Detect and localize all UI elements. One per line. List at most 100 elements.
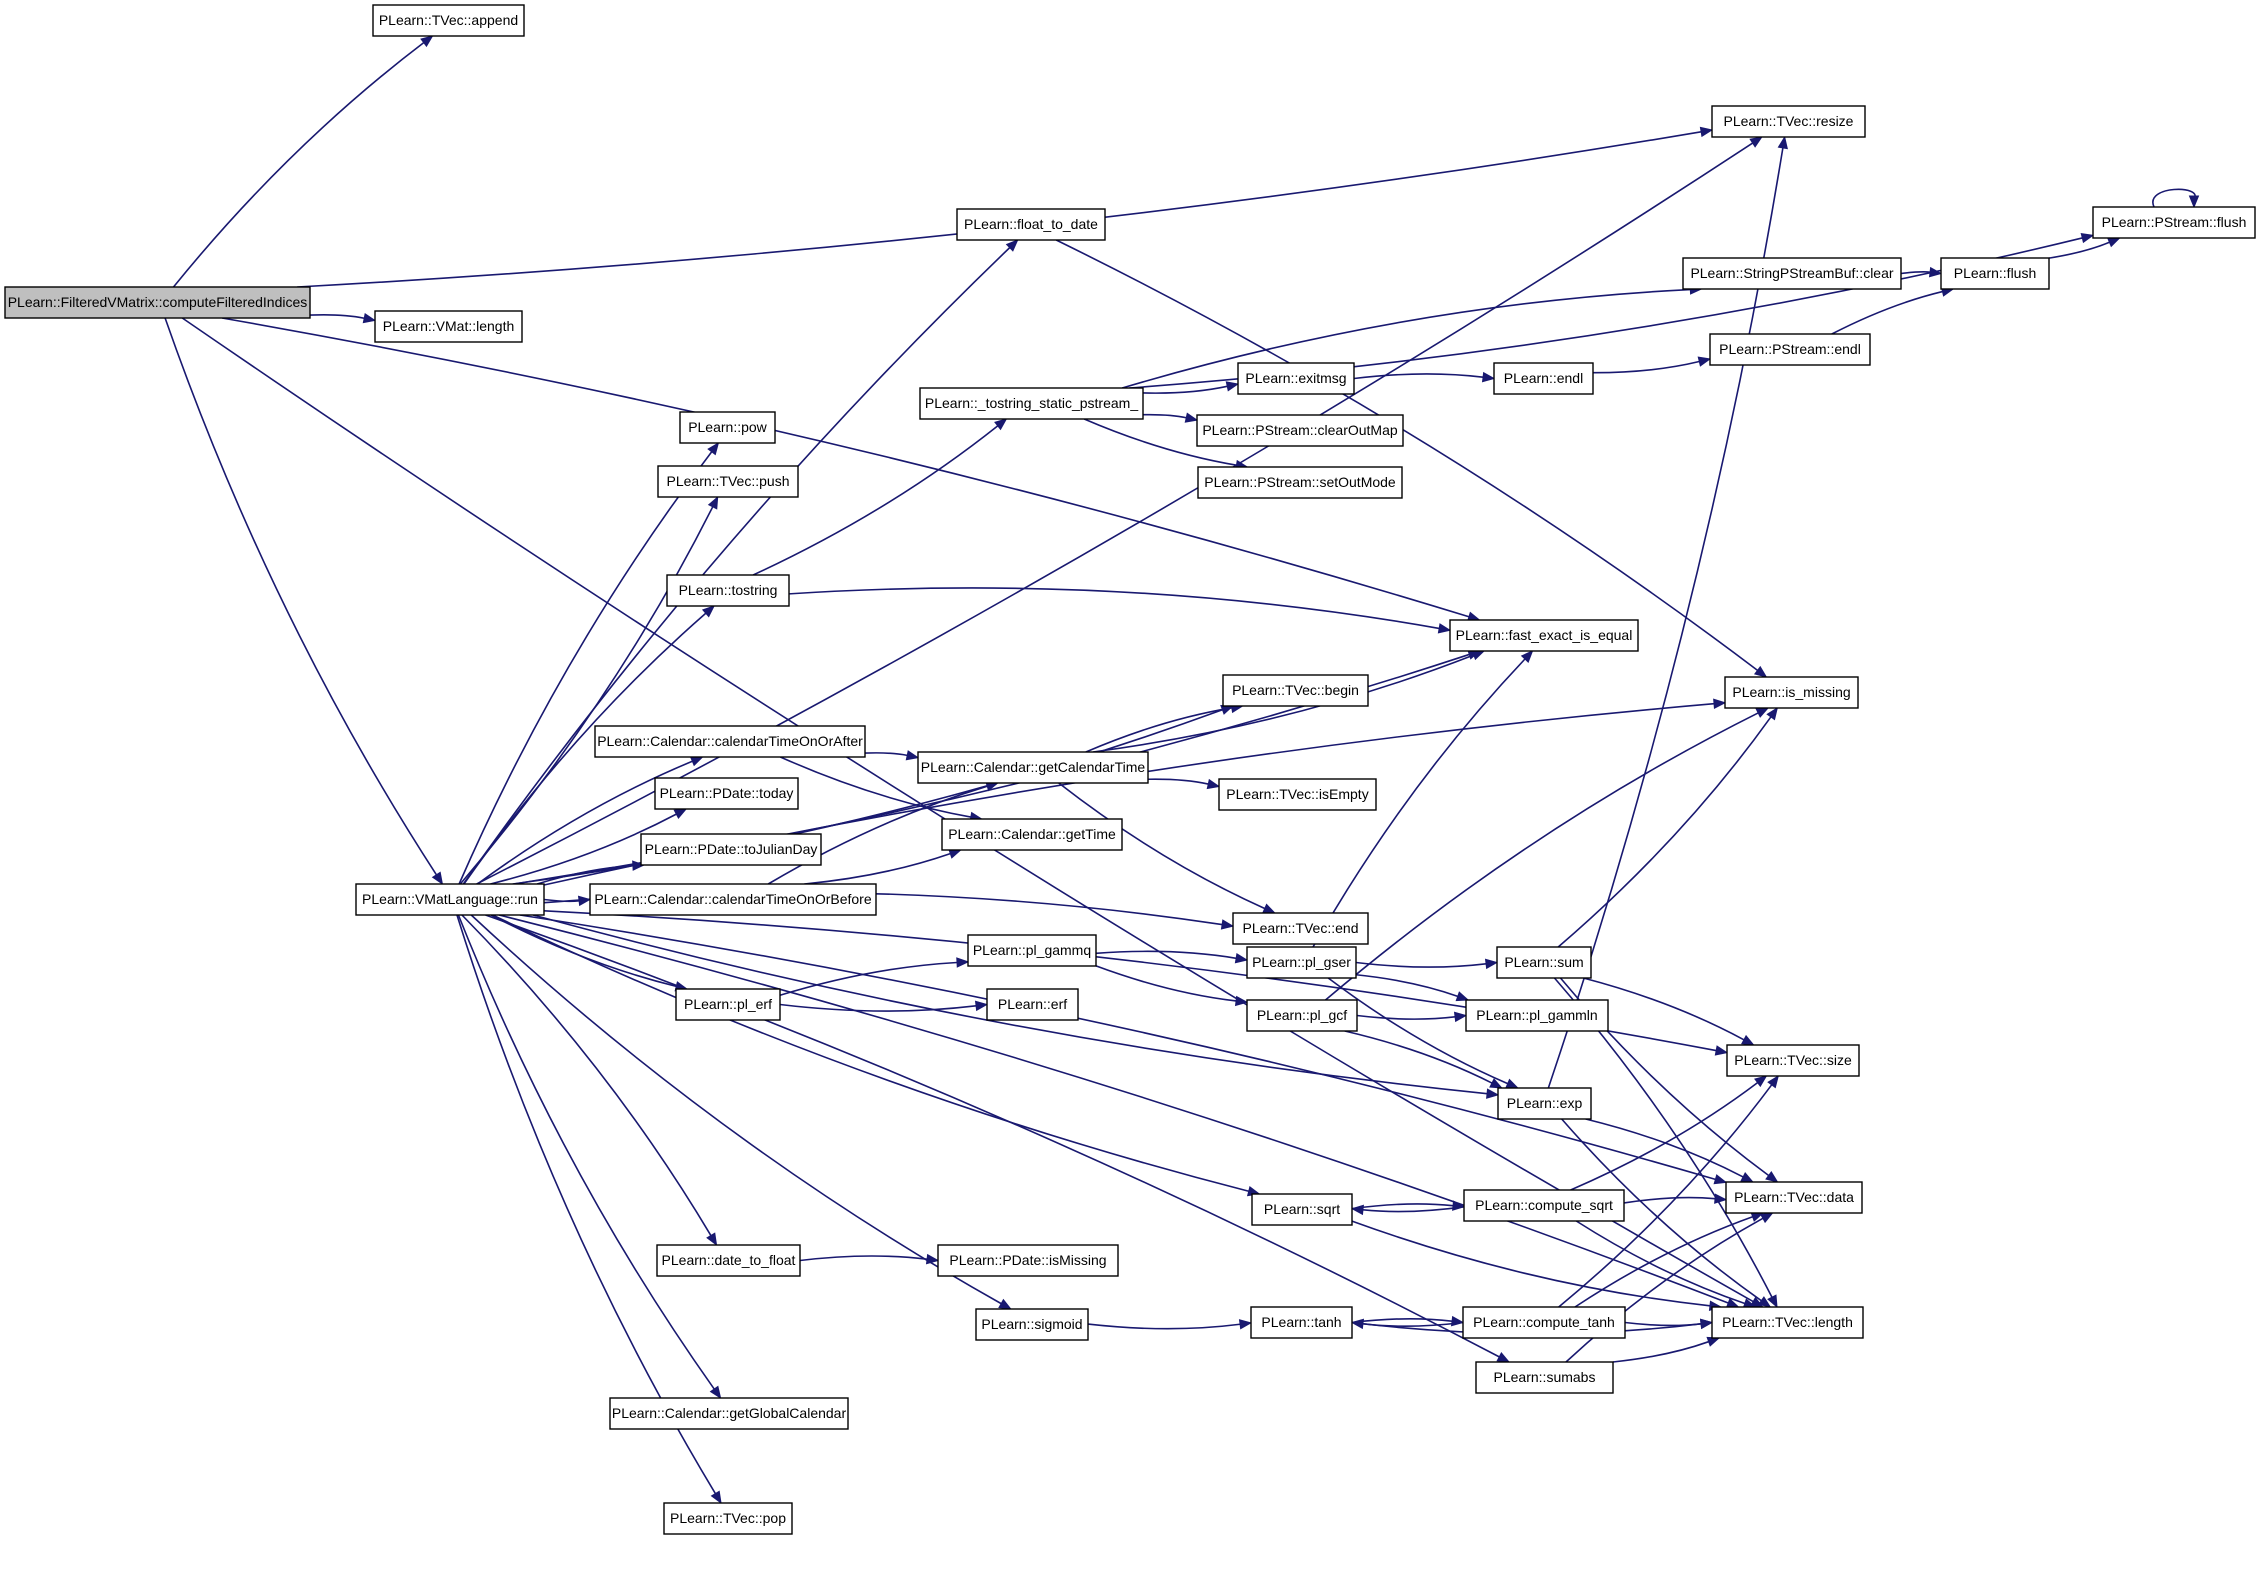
- edge-line: [1147, 778, 1209, 785]
- node-size[interactable]: PLearn::TVec::size: [1726, 1044, 1860, 1077]
- node-getTime[interactable]: PLearn::Calendar::getTime: [941, 818, 1123, 851]
- node-today[interactable]: PLearn::PDate::today: [654, 777, 799, 810]
- edge-arrowhead: [1238, 1319, 1253, 1330]
- node-sum[interactable]: PLearn::sum: [1496, 946, 1592, 979]
- edge-arrowhead: [1520, 650, 1534, 663]
- node-sqrt[interactable]: PLearn::sqrt: [1251, 1193, 1353, 1226]
- node-isMissing[interactable]: PLearn::PDate::isMissing: [937, 1244, 1119, 1277]
- node-label: PLearn::TVec::append: [379, 12, 518, 28]
- node-erf[interactable]: PLearn::erf: [986, 988, 1079, 1021]
- node-fast-exact[interactable]: PLearn::fast_exact_is_equal: [1449, 619, 1639, 652]
- node-pl-gcf[interactable]: PLearn::pl_gcf: [1246, 999, 1358, 1032]
- node-tostring[interactable]: PLearn::tostring: [666, 574, 790, 607]
- node-begin[interactable]: PLearn::TVec::begin: [1222, 674, 1369, 707]
- node-pl-gammln[interactable]: PLearn::pl_gammln: [1465, 999, 1609, 1032]
- edge-getCalendarTime-to-begin: [1085, 702, 1244, 753]
- edge-line: [1142, 385, 1228, 394]
- edge-arrowhead: [1767, 1294, 1778, 1309]
- edge-layer: [164, 35, 2200, 1505]
- edge-arrowhead: [1225, 381, 1240, 392]
- node-box: [1197, 466, 1403, 499]
- edge-line: [2152, 188, 2196, 208]
- edge-run-to-float_to_date: [462, 239, 1019, 885]
- edge-arrowhead: [1706, 1336, 1721, 1347]
- node-box: [1465, 999, 1609, 1032]
- node-tveclength[interactable]: PLearn::TVec::length: [1711, 1306, 1864, 1339]
- node-tostring-static[interactable]: PLearn::_tostring_static_pstream_: [919, 387, 1144, 420]
- node-data[interactable]: PLearn::TVec::data: [1725, 1181, 1863, 1214]
- node-end[interactable]: PLearn::TVec::end: [1232, 912, 1369, 945]
- node-flush[interactable]: PLearn::flush: [1940, 257, 2050, 290]
- edge-line: [457, 914, 715, 1390]
- node-label: PLearn::compute_sqrt: [1475, 1197, 1613, 1213]
- edge-arrowhead: [1759, 1212, 1774, 1224]
- node-clearOutMap[interactable]: PLearn::PStream::clearOutMap: [1196, 414, 1404, 447]
- edge-arrowhead: [420, 35, 434, 48]
- node-label: PLearn::TVec::pop: [670, 1510, 786, 1526]
- node-spsb-clear[interactable]: PLearn::StringPStreamBuf::clear: [1682, 257, 1902, 290]
- node-tanh[interactable]: PLearn::tanh: [1250, 1306, 1353, 1339]
- edge-line: [1092, 654, 1475, 753]
- node-box: [1682, 257, 1902, 290]
- node-getGlobalCalendar[interactable]: PLearn::Calendar::getGlobalCalendar: [609, 1397, 849, 1430]
- node-compute-tanh[interactable]: PLearn::compute_tanh: [1462, 1306, 1626, 1339]
- edge-arrowhead: [1714, 1193, 1728, 1204]
- edge-pl_erf-to-pl_gammq: [779, 957, 970, 997]
- node-endl[interactable]: PLearn::endl: [1493, 362, 1594, 395]
- node-getCalendarTime[interactable]: PLearn::Calendar::getCalendarTime: [917, 751, 1149, 784]
- node-pop[interactable]: PLearn::TVec::pop: [663, 1502, 793, 1535]
- edge-arrowhead: [1206, 778, 1221, 790]
- edge-line: [1142, 413, 1187, 419]
- node-vmlength[interactable]: PLearn::VMat::length: [374, 310, 523, 343]
- node-date-to-float[interactable]: PLearn::date_to_float: [656, 1244, 801, 1277]
- edge-exp-to-tveclength: [1561, 1118, 1772, 1308]
- node-box: [663, 1502, 793, 1535]
- node-append[interactable]: PLearn::TVec::append: [372, 4, 525, 37]
- node-box: [1462, 1306, 1626, 1339]
- node-pstream-flush[interactable]: PLearn::PStream::flush: [2092, 206, 2256, 239]
- edge-line: [1561, 1118, 1762, 1302]
- edge-compute_sqrt-to-tveclength: [1575, 1220, 1757, 1309]
- edge-line: [1087, 1323, 1241, 1330]
- edge-line: [1353, 373, 1484, 380]
- edge-line: [1575, 1220, 1746, 1305]
- node-pl-gammq[interactable]: PLearn::pl_gammq: [967, 934, 1097, 967]
- node-pl-erf[interactable]: PLearn::pl_erf: [675, 988, 781, 1021]
- node-pstream-endl[interactable]: PLearn::PStream::endl: [1709, 333, 1871, 366]
- node-label: PLearn::VMat::length: [383, 318, 515, 334]
- node-toJulianDay[interactable]: PLearn::PDate::toJulianDay: [640, 833, 822, 866]
- node-pl-gser[interactable]: PLearn::pl_gser: [1246, 946, 1357, 979]
- node-label: PLearn::VMatLanguage::run: [362, 891, 538, 907]
- node-run[interactable]: PLearn::VMatLanguage::run: [355, 883, 545, 916]
- edge-pl_gcf-to-pl_gammln: [1356, 1011, 1468, 1023]
- node-push[interactable]: PLearn::TVec::push: [657, 465, 799, 498]
- node-compute-sqrt[interactable]: PLearn::compute_sqrt: [1463, 1189, 1625, 1222]
- edge-pl_gser-to-sum: [1355, 958, 1499, 970]
- node-float-to-date[interactable]: PLearn::float_to_date: [956, 208, 1106, 241]
- edge-arrowhead: [431, 871, 444, 886]
- node-box: [374, 310, 523, 343]
- node-sumabs[interactable]: PLearn::sumabs: [1475, 1361, 1614, 1394]
- edge-date_to_float-to-isMissing: [799, 1253, 940, 1265]
- node-ctob[interactable]: PLearn::Calendar::calendarTimeOnOrBefore: [589, 883, 877, 916]
- node-pow[interactable]: PLearn::pow: [679, 411, 776, 444]
- node-isEmpty[interactable]: PLearn::TVec::isEmpty: [1218, 778, 1377, 811]
- edge-arrowhead: [974, 1000, 989, 1012]
- edge-pl_gser-to-fast_exact: [1312, 650, 1534, 948]
- node-resize[interactable]: PLearn::TVec::resize: [1711, 105, 1866, 138]
- edge-arrowhead: [1753, 665, 1768, 678]
- edge-run-to-size: [543, 909, 1729, 1056]
- node-label: PLearn::tostring: [679, 582, 778, 598]
- node-setOutMode[interactable]: PLearn::PStream::setOutMode: [1197, 466, 1403, 499]
- edge-arrowhead: [1713, 1174, 1728, 1185]
- node-root[interactable]: PLearn::FilteredVMatrix::computeFiltered…: [4, 286, 311, 319]
- node-box: [1232, 912, 1369, 945]
- node-sigmoid[interactable]: PLearn::sigmoid: [975, 1308, 1089, 1341]
- edge-arrowhead: [1714, 1045, 1729, 1056]
- node-exitmsg[interactable]: PLearn::exitmsg: [1237, 362, 1355, 395]
- edge-compute_tanh-to-tanh: [1350, 1318, 1464, 1330]
- edge-pl_gammq-to-pl_gser: [1095, 950, 1249, 964]
- node-exp[interactable]: PLearn::exp: [1497, 1087, 1592, 1120]
- node-ctoa[interactable]: PLearn::Calendar::calendarTimeOnOrAfter: [594, 725, 866, 758]
- node-is-missing[interactable]: PLearn::is_missing: [1724, 676, 1859, 709]
